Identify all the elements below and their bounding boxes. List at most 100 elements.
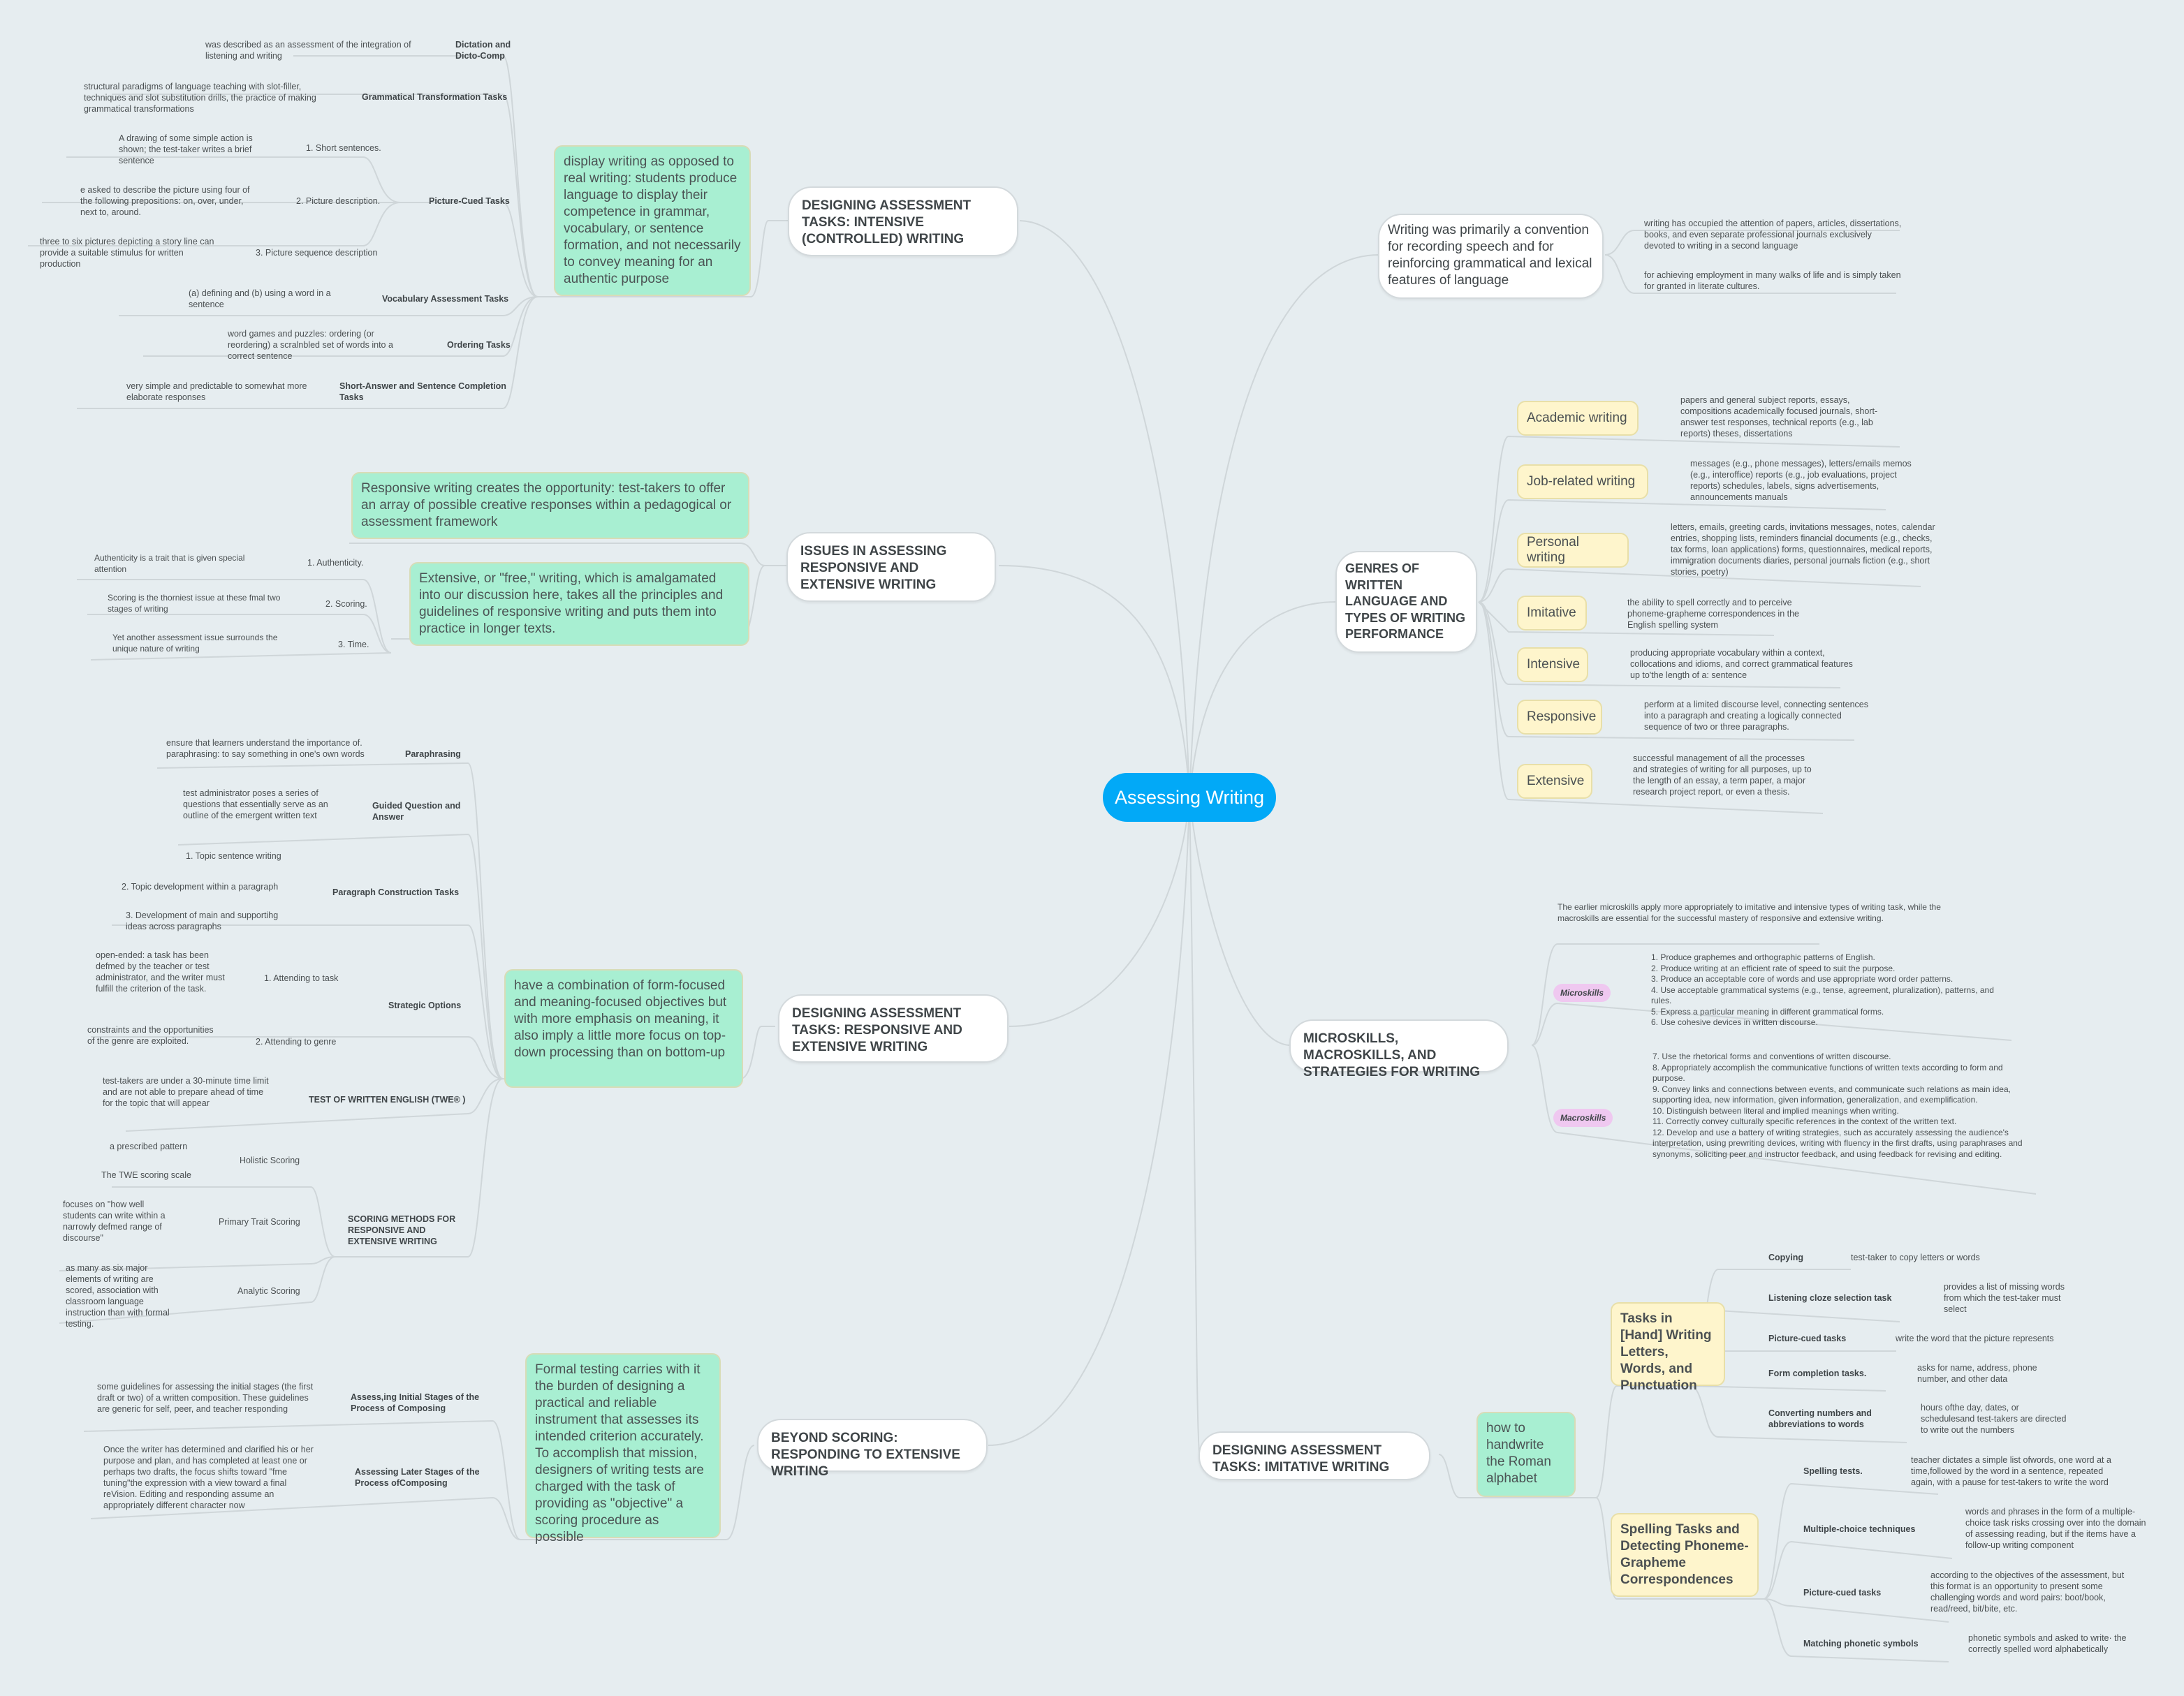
spelling-picture-cued[interactable]: Picture-cued tasks <box>1803 1588 1882 1598</box>
branch-skills[interactable]: MICROSKILLS, MACROSKILLS, AND STRATEGIES… <box>1289 1019 1509 1079</box>
picture-cued-sub-1-note: A drawing of some simple action is shown… <box>119 133 253 165</box>
scoring-primary-trait[interactable]: Primary Trait Scoring <box>219 1217 300 1227</box>
genre-imitative-note: the ability to spell correctly and to pe… <box>1627 598 1799 630</box>
extensive-definition[interactable]: Extensive, or "free," writing, which is … <box>409 562 749 646</box>
branch-title: ISSUES IN ASSESSING RESPONSIVE AND EXTEN… <box>800 544 947 592</box>
microskill-3: 3. Produce an acceptable core of words a… <box>1651 974 1954 984</box>
strategic-sub-2[interactable]: 2. Attending to genre <box>256 1037 337 1047</box>
branch-title: Writing was primarily a convention for r… <box>1388 223 1592 288</box>
note-short-answer: very simple and predictable to somewhat … <box>126 381 307 402</box>
picture-cued-sub-2[interactable]: 2. Picture description. <box>296 196 381 206</box>
macroskill-10: 10. Distinguish between literal and impl… <box>1652 1105 1899 1116</box>
genre-intensive-note: producing appropriate vocabulary within … <box>1630 648 1853 680</box>
scoring-analytic[interactable]: Analytic Scoring <box>237 1286 300 1296</box>
note-ordering: word games and puzzles: ordering (or reo… <box>228 329 393 361</box>
task-guided-qa[interactable]: Guided Question and Answer <box>372 801 461 822</box>
issue-authenticity-note: Authenticity is a trait that is given sp… <box>94 553 245 574</box>
genre-responsive[interactable]: Responsive <box>1517 700 1602 735</box>
branch-imitative[interactable]: DESIGNING ASSESSMENT TASKS: IMITATIVE WR… <box>1199 1431 1430 1480</box>
hand-picture-cued-note: write the word that the picture represen… <box>1896 1334 2054 1343</box>
genre-imitative[interactable]: Imitative <box>1517 596 1587 631</box>
hand-copying[interactable]: Copying <box>1768 1253 1803 1262</box>
branch-beyond-scoring[interactable]: BEYOND SCORING: RESPONDING TO EXTENSIVE … <box>757 1419 988 1479</box>
task-paraphrasing[interactable]: Paraphrasing <box>405 749 461 759</box>
picture-cued-sub-3-note: three to six pictures depicting a story … <box>40 237 214 269</box>
holistic-note-2: The TWE scoring scale <box>101 1170 191 1180</box>
scoring-holistic[interactable]: Holistic Scoring <box>240 1156 300 1165</box>
hand-form-completion-note: asks for name, address, phone number, an… <box>1917 1363 2037 1384</box>
paragraph-sub-1[interactable]: 1. Topic sentence writing <box>186 851 281 861</box>
branch-title: MICROSKILLS, MACROSKILLS, AND STRATEGIES… <box>1303 1031 1480 1079</box>
imitative-summary[interactable]: how to handwrite the Roman alphabet <box>1476 1412 1576 1497</box>
genre-academic[interactable]: Academic writing <box>1517 401 1639 436</box>
genre-personal[interactable]: Personal writing <box>1517 533 1629 568</box>
paragraph-sub-2[interactable]: 2. Topic development within a paragraph <box>122 882 279 892</box>
macroskill-11: 11. Correctly convey culturally specific… <box>1652 1116 1957 1126</box>
paragraph-sub-3[interactable]: 3. Development of main and supportihg id… <box>126 910 279 931</box>
hand-form-completion[interactable]: Form completion tasks. <box>1768 1369 1867 1378</box>
task-ordering[interactable]: Ordering Tasks <box>447 340 511 350</box>
branch-intensive-writing[interactable]: DESIGNING ASSESSMENT TASKS: INTENSIVE (C… <box>788 186 1018 256</box>
strategic-sub-1[interactable]: 1. Attending to task <box>264 973 339 983</box>
microskill-4: 4. Use acceptable grammatical systems (e… <box>1651 985 1994 1006</box>
intensive-summary[interactable]: display writing as opposed to real writi… <box>554 145 751 296</box>
responsive-definition[interactable]: Responsive writing creates the opportuni… <box>351 472 749 539</box>
issue-time[interactable]: 3. Time. <box>338 640 369 649</box>
task-picture-cued[interactable]: Picture-Cued Tasks <box>429 196 510 206</box>
issue-scoring-note: Scoring is the thorniest issue at these … <box>108 593 281 614</box>
genre-extensive-note: successful management of all the process… <box>1633 753 1812 797</box>
task-grammatical-transformation[interactable]: Grammatical Transformation Tasks <box>362 92 508 102</box>
hand-listening-cloze[interactable]: Listening cloze selection task <box>1768 1293 1892 1303</box>
branch-genres[interactable]: GENRES OF WRITTEN LANGUAGE AND TYPES OF … <box>1335 551 1477 653</box>
spelling-tasks[interactable]: Spelling Tasks and Detecting Phoneme-Gra… <box>1611 1513 1759 1597</box>
spelling-matching-phonetic[interactable]: Matching phonetic symbols <box>1803 1639 1919 1649</box>
picture-cued-sub-1[interactable]: 1. Short sentences. <box>306 143 381 153</box>
branch-title: GENRES OF WRITTEN LANGUAGE AND TYPES OF … <box>1345 561 1466 641</box>
note-paraphrasing: ensure that learners understand the impo… <box>166 738 365 759</box>
task-short-answer[interactable]: Short-Answer and Sentence Completion Tas… <box>339 381 506 402</box>
branch-title: BEYOND SCORING: RESPONDING TO EXTENSIVE … <box>771 1431 960 1479</box>
branch-issues[interactable]: ISSUES IN ASSESSING RESPONSIVE AND EXTEN… <box>786 532 996 602</box>
spelling-multiple-choice[interactable]: Multiple-choice techniques <box>1803 1524 1916 1534</box>
genre-academic-note: papers and general subject reports, essa… <box>1680 395 1878 438</box>
note-vocabulary: (a) defining and (b) using a word in a s… <box>189 288 331 309</box>
beyond-later-stages[interactable]: Assessing Later Stages of the Process of… <box>355 1467 480 1488</box>
hand-copying-note: test-taker to copy letters or words <box>1851 1253 1980 1262</box>
summary-text: have a combination of form-focused and m… <box>514 978 727 1060</box>
beyond-summary[interactable]: Formal testing carries with it the burde… <box>525 1353 721 1544</box>
summary-text: display writing as opposed to real writi… <box>564 154 741 286</box>
task-twe[interactable]: TEST OF WRITTEN ENGLISH (TWE® ) <box>309 1095 466 1105</box>
hand-converting-numbers-note: hours ofthe day, dates, or schedulesand … <box>1921 1403 2067 1435</box>
task-vocabulary[interactable]: Vocabulary Assessment Tasks <box>382 294 509 304</box>
microskill-1: 1. Produce graphemes and orthographic pa… <box>1651 952 1875 962</box>
branch-responsive-tasks[interactable]: DESIGNING ASSESSMENT TASKS: RESPONSIVE A… <box>778 994 1009 1063</box>
spelling-tests[interactable]: Spelling tests. <box>1803 1466 1863 1476</box>
hand-listening-cloze-note: provides a list of missing words from wh… <box>1944 1282 2065 1314</box>
responsive-tasks-summary[interactable]: have a combination of form-focused and m… <box>504 969 743 1088</box>
microskills-label[interactable]: Microskills <box>1553 984 1611 1002</box>
genre-job-related[interactable]: Job-related writing <box>1517 464 1648 499</box>
primary-trait-note: focuses on "how well students can write … <box>63 1200 166 1243</box>
hand-writing-tasks[interactable]: Tasks in [Hand] Writing Letters, Words, … <box>1611 1302 1725 1393</box>
task-scoring-methods[interactable]: SCORING METHODS FOR RESPONSIVE AND EXTEN… <box>348 1214 456 1246</box>
branch-convention[interactable]: Writing was primarily a convention for r… <box>1378 214 1604 299</box>
branch-title: DESIGNING ASSESSMENT TASKS: INTENSIVE (C… <box>802 198 972 246</box>
task-strategic-options[interactable]: Strategic Options <box>388 1001 462 1010</box>
hand-converting-numbers[interactable]: Converting numbers and abbreviations to … <box>1768 1408 1872 1429</box>
issue-authenticity[interactable]: 1. Authenticity. <box>307 558 364 568</box>
task-dictation[interactable]: Dictation and Dicto-Comp <box>455 40 511 61</box>
strategic-sub-1-note: open-ended: a task has been defmed by th… <box>96 950 225 994</box>
macroskills-label[interactable]: Macroskills <box>1553 1109 1613 1127</box>
summary-text: Extensive, or "free," writing, which is … <box>419 571 724 636</box>
task-paragraph-construction[interactable]: Paragraph Construction Tasks <box>332 887 460 897</box>
issue-scoring[interactable]: 2. Scoring. <box>325 599 367 609</box>
genre-personal-note: letters, emails, greeting cards, invitat… <box>1671 522 1935 577</box>
note-grammatical-transformation: structural paradigms of language teachin… <box>84 82 316 114</box>
hand-picture-cued[interactable]: Picture-cued tasks <box>1768 1334 1847 1343</box>
genre-intensive[interactable]: Intensive <box>1517 647 1588 682</box>
picture-cued-sub-3[interactable]: 3. Picture sequence description <box>256 248 378 258</box>
genre-extensive[interactable]: Extensive <box>1517 764 1592 799</box>
central-topic[interactable]: Assessing Writing <box>1103 773 1276 822</box>
beyond-initial-stages[interactable]: Assess,ing Initial Stages of the Process… <box>351 1392 480 1413</box>
convention-note-1: writing has occupied the attention of pa… <box>1644 219 1902 251</box>
